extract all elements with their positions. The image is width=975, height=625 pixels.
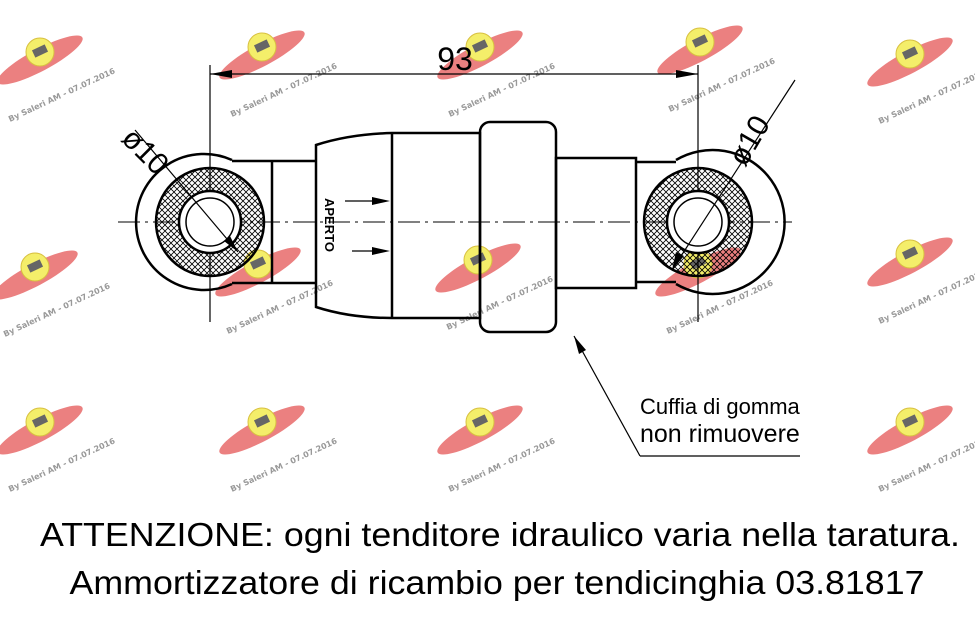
watermark: By Saleri AM - 07.07.2016 <box>861 29 975 126</box>
watermark: By Saleri AM - 07.07.2016 <box>213 397 339 494</box>
left-eye <box>134 152 316 292</box>
watermark: By Saleri AM - 07.07.2016 <box>213 22 339 119</box>
diameter-right-label: ø10 <box>722 110 776 171</box>
callout-line2: non rimuovere <box>640 420 800 448</box>
callout-line1: Cuffia di gomma <box>640 394 801 419</box>
diameter-left-label: ø10 <box>115 122 175 182</box>
watermark: By Saleri AM - 07.07.2016 <box>0 242 112 339</box>
dimension-value: 93 <box>437 41 473 77</box>
boot-callout: Cuffia di gomma non rimuovere <box>573 335 801 457</box>
description-note: Ammortizzatore di ricambio per tendicing… <box>70 564 925 601</box>
watermark: By Saleri AM - 07.07.2016 <box>861 397 975 494</box>
watermark: By Saleri AM - 07.07.2016 <box>651 17 777 114</box>
watermark: By Saleri AM - 07.07.2016 <box>0 27 117 124</box>
watermark: By Saleri AM - 07.07.2016 <box>861 229 975 326</box>
damper-body <box>314 120 638 334</box>
open-label: APERTO <box>322 198 337 252</box>
watermark: By Saleri AM - 07.07.2016 <box>0 397 117 494</box>
rubber-boot <box>478 120 558 334</box>
warning-note: ATTENZIONE: ogni tenditore idraulico var… <box>40 516 960 553</box>
watermark: By Saleri AM - 07.07.2016 <box>431 397 557 494</box>
